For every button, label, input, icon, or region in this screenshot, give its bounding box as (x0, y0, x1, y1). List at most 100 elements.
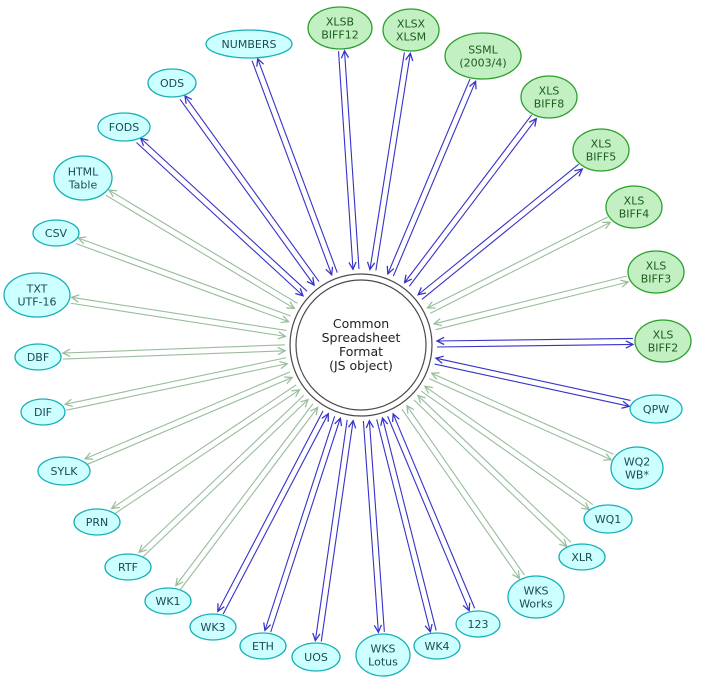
format-node-dbf: DBF (14, 343, 62, 371)
edge-fods (136, 138, 308, 296)
node-ellipse (37, 456, 91, 486)
node-label: SYLK (50, 465, 78, 478)
write-arrow-line (434, 363, 630, 406)
node-ellipse (413, 632, 461, 660)
write-arrow-line (265, 416, 336, 630)
node-ellipse (144, 587, 192, 615)
write-arrow-line (141, 138, 308, 292)
node-ellipse (572, 128, 630, 172)
format-node-ods: ODS (147, 68, 197, 98)
node-label: WQ1 (595, 513, 622, 526)
node-ellipse (605, 185, 663, 229)
write-arrow-line (315, 419, 348, 641)
write-arrow-line (408, 119, 536, 287)
edge-rtf (139, 394, 308, 558)
write-arrow-line (72, 297, 287, 331)
node-ellipse (32, 219, 80, 247)
format-node-wk3: WK3 (189, 613, 237, 641)
edge-xlsb (337, 51, 360, 270)
center-inner-circle (295, 279, 427, 411)
node-label: WK3 (200, 621, 225, 634)
node-label: DBF (27, 351, 49, 364)
read-arrow-line (434, 275, 627, 324)
edge-dbf (63, 344, 285, 360)
edge-xlr (413, 395, 572, 546)
read-arrow-line (405, 114, 533, 283)
node-ellipse (239, 632, 287, 660)
read-arrow-line (369, 421, 385, 632)
edge-wks-works (401, 406, 525, 579)
read-arrow-line (436, 358, 631, 401)
read-arrow-line (63, 351, 285, 360)
edge-wk3 (218, 410, 329, 615)
write-arrow-line (387, 416, 470, 610)
read-arrow-line (179, 98, 314, 285)
node-ellipse (629, 394, 683, 424)
node-label: QPW (643, 403, 669, 416)
write-arrow-line (65, 357, 287, 405)
edge-xls-biff2 (437, 338, 633, 347)
write-arrow-line (437, 344, 633, 347)
write-arrow-line (421, 169, 582, 300)
format-node-qpw: QPW (629, 394, 683, 424)
write-arrow-line (176, 403, 314, 586)
node-ellipse (147, 68, 197, 98)
read-arrow-line (222, 414, 328, 615)
node-ellipse (291, 642, 341, 672)
read-arrow-line (432, 373, 614, 455)
node-ellipse (507, 575, 565, 619)
write-arrow-line (362, 420, 378, 632)
node-label: 123 (468, 618, 489, 631)
read-arrow-line (180, 407, 318, 590)
write-arrow-line (428, 378, 611, 460)
format-node-wq1: WQ1 (583, 504, 633, 534)
write-arrow-line (185, 96, 320, 282)
write-arrow-line (401, 408, 520, 578)
read-arrow-line (418, 395, 572, 543)
read-arrow-line (337, 51, 353, 269)
edge-xls-biff5 (418, 163, 582, 300)
write-arrow-line (63, 344, 285, 353)
node-ellipse (73, 508, 121, 536)
node-ellipse (355, 633, 411, 677)
edge-xls-biff4 (427, 216, 610, 314)
edge-numbers (251, 59, 338, 275)
format-node-rtf: RTF (104, 553, 152, 581)
read-arrow-line (114, 390, 299, 514)
edge-wk1 (176, 403, 318, 590)
edge-wks-lotus (362, 420, 385, 633)
node-ellipse (20, 398, 66, 426)
edge-html (105, 190, 298, 308)
write-arrow-line (392, 81, 475, 277)
read-arrow-line (383, 418, 437, 631)
write-arrow-line (429, 222, 610, 314)
node-ellipse (444, 32, 522, 80)
node-label: ODS (160, 77, 184, 90)
read-arrow-line (142, 400, 308, 558)
node-ellipse (627, 250, 685, 294)
edge-wq1 (421, 386, 594, 509)
read-arrow-line (425, 386, 594, 506)
write-arrow-line (435, 282, 628, 331)
node-label: NUMBERS (222, 38, 277, 51)
node-label: XLR (571, 551, 593, 564)
edge-qpw (434, 358, 631, 406)
write-arrow-line (78, 238, 291, 317)
